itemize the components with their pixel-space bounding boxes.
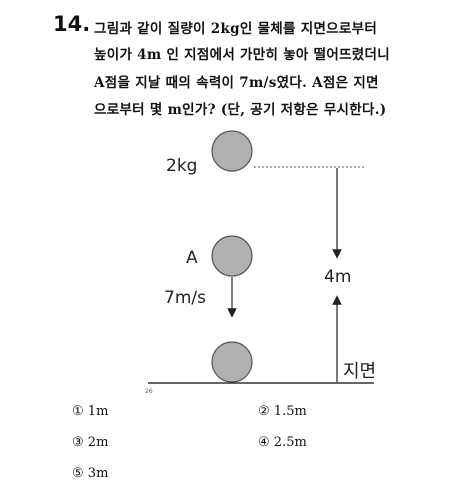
choice-5-text: 3m xyxy=(87,466,109,481)
choice-5-mark: ⑤ xyxy=(72,466,84,481)
point-a-label: A xyxy=(186,248,198,268)
question-number: 14. xyxy=(53,12,91,36)
choice-4[interactable]: ④ 2.5m xyxy=(258,435,307,450)
corner-mark: 26 xyxy=(145,388,153,395)
ball-top xyxy=(211,130,253,172)
choice-1-text: 1m xyxy=(87,404,109,419)
question-line-2: 높이가 4m 인 지점에서 가만히 놓아 떨어뜨렸더니 xyxy=(94,47,390,63)
choice-5[interactable]: ⑤ 3m xyxy=(72,466,108,481)
ground-label: 지면 xyxy=(343,361,376,382)
choice-4-text: 2.5m xyxy=(273,435,307,450)
choice-3[interactable]: ③ 2m xyxy=(72,435,108,450)
question-line-4: 으로부터 몇 m인가? (단, 공기 저항은 무시한다.) xyxy=(94,102,387,118)
velocity-label: 7m/s xyxy=(164,288,206,308)
choice-2-text: 1.5m xyxy=(273,404,307,419)
choice-3-mark: ③ xyxy=(72,435,84,450)
choice-3-text: 2m xyxy=(87,435,109,450)
choice-2[interactable]: ② 1.5m xyxy=(258,404,307,419)
ball-point-a xyxy=(211,235,253,277)
choice-2-mark: ② xyxy=(258,404,270,419)
height-label: 4m xyxy=(324,267,351,287)
mass-label: 2kg xyxy=(166,156,197,176)
choice-1-mark: ① xyxy=(72,404,84,419)
question-line-1: 그림과 같이 질량이 2kg인 물체를 지면으로부터 xyxy=(94,21,378,37)
choice-4-mark: ④ xyxy=(258,435,270,450)
ball-ground xyxy=(211,341,253,383)
question-line-3: A점을 지날 때의 속력이 7m/s였다. A점은 지면 xyxy=(94,75,379,91)
choice-1[interactable]: ① 1m xyxy=(72,404,108,419)
